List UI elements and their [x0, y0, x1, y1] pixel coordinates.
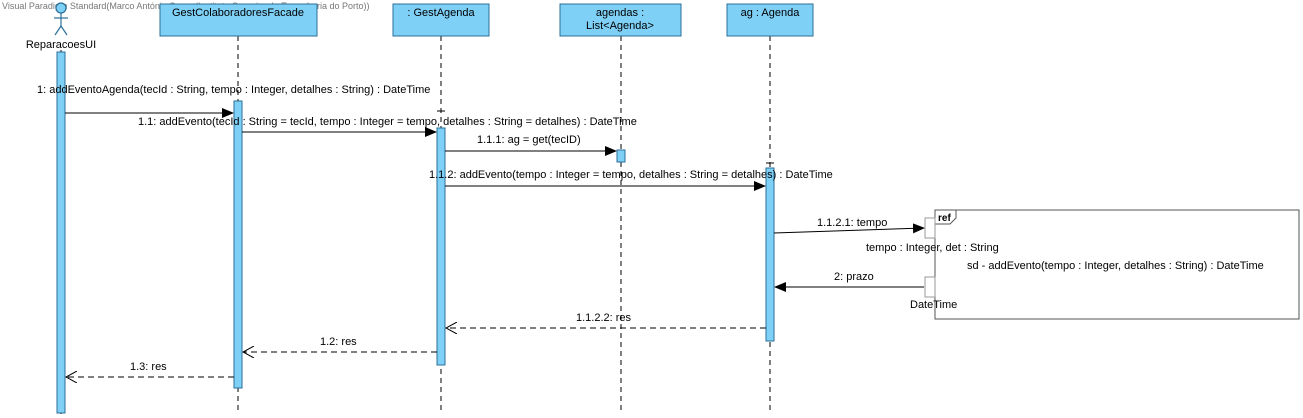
activation-bar-gestagenda — [436, 127, 446, 366]
message-1-1-label: 1.1: addEvento(tecId : String = tecId, t… — [138, 116, 637, 128]
message-1-1-1-label: 1.1.1: ag = get(tecID) — [477, 134, 581, 146]
activation-bar-facade — [233, 100, 243, 389]
activation-bar-actor — [56, 51, 66, 414]
message-1-1-2-label: 1.1.2: addEvento(tempo : Integer = tempo… — [429, 169, 833, 181]
lifeline-ag-label: ag : Agenda — [741, 7, 801, 19]
ref-frame-return: DateTime — [910, 299, 957, 311]
lifeline-head-facade[interactable]: GestColaboradoresFacade — [159, 3, 318, 37]
message-1-2[interactable]: 1.2: res — [243, 336, 437, 352]
message-1-1[interactable]: 1.1: addEvento(tecId : String = tecId, t… — [138, 116, 637, 137]
lifeline-head-ag[interactable]: ag : Agenda — [726, 3, 814, 37]
ref-gate-out — [924, 276, 936, 298]
lifeline-head-gestagenda[interactable]: : GestAgenda — [392, 3, 490, 37]
message-1-3[interactable]: 1.3: res — [66, 361, 234, 377]
ref-frame[interactable]: ref sd - addEvento(tempo : Integer, deta… — [934, 209, 1300, 320]
message-1-label: 1: addEventoAgenda(tecId : String, tempo… — [37, 84, 430, 96]
activation-bar-agendas — [616, 149, 626, 163]
actor-name: ReparacoesUI — [26, 39, 96, 51]
stick-figure-icon[interactable] — [54, 2, 68, 36]
message-1-1-2[interactable]: 1.1.2: addEvento(tempo : Integer = tempo… — [429, 169, 833, 191]
lifeline-agendas-type: List<Agenda> — [586, 20, 654, 32]
activation-bar-ag — [765, 167, 775, 342]
message-1-1-2-2-label: 1.1.2.2: res — [576, 312, 632, 324]
lifeline-head-agendas[interactable]: agendas : List<Agenda> — [559, 3, 682, 37]
message-1-1-1[interactable]: 1.1.1: ag = get(tecID) — [445, 134, 617, 156]
message-1-2-label: 1.2: res — [320, 336, 357, 348]
ref-gate-in — [924, 217, 936, 239]
lifeline-gestagenda-label: : GestAgenda — [407, 7, 475, 19]
message-1-1-2-2[interactable]: 1.1.2.2: res — [446, 312, 766, 328]
ref-frame-tag: ref — [938, 213, 951, 224]
ref-frame-title: sd - addEvento(tempo : Integer, detalhes… — [967, 260, 1264, 272]
ref-frame-params: tempo : Integer, det : String — [866, 242, 999, 254]
message-2[interactable]: 2: prazo — [774, 271, 924, 292]
message-2-label: 2: prazo — [834, 271, 874, 283]
lifeline-agendas-label: agendas : — [596, 7, 644, 19]
lifeline-facade-label: GestColaboradoresFacade — [172, 7, 304, 19]
message-1-1-2-1[interactable]: 1.1.2.1: tempo — [773, 217, 925, 234]
message-1[interactable]: 1: addEventoAgenda(tecId : String, tempo… — [37, 84, 430, 118]
message-1-3-label: 1.3: res — [130, 361, 167, 373]
message-1-1-2-1-label: 1.1.2.1: tempo — [817, 217, 887, 229]
